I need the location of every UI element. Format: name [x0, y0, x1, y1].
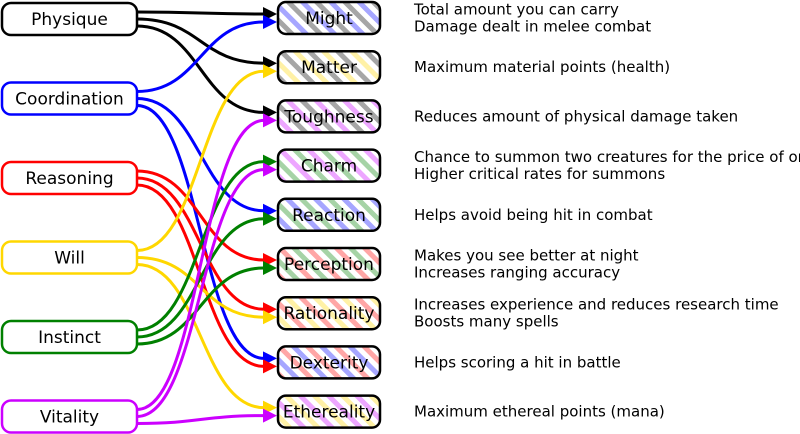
- primary-instinct: Instinct: [0, 319, 139, 355]
- derived-box: [276, 246, 382, 282]
- link-instinct-to-charm: [136, 160, 265, 332]
- description-line: Reduces amount of physical damage taken: [414, 107, 738, 125]
- link-vitality-to-charm: [136, 168, 265, 418]
- primary-box: [0, 1, 139, 37]
- derived-label: Perception: [284, 255, 374, 275]
- description-charm: Chance to summon two creatures for the p…: [414, 148, 800, 183]
- primary-box: [0, 240, 139, 275]
- description-rationality: Increases experience and reduces researc…: [414, 296, 779, 331]
- link-will-to-ethereality: [136, 263, 265, 410]
- link-instinct-to-perception: [136, 266, 265, 346]
- arrowhead-icon: [263, 359, 277, 374]
- derived-matter: Matter: [276, 49, 382, 85]
- primary-label: Will: [54, 249, 85, 269]
- description-toughness: Reduces amount of physical damage taken: [414, 107, 738, 125]
- description-line: Damage dealt in melee combat: [414, 18, 651, 36]
- primary-label: Reasoning: [25, 169, 113, 189]
- description-line: Maximum material points (health): [414, 58, 670, 76]
- primary-label: Instinct: [38, 328, 101, 348]
- derived-reaction: Reaction: [276, 197, 382, 233]
- description-line: Helps avoid being hit in combat: [414, 206, 653, 224]
- derived-box: [276, 99, 382, 134]
- derived-label: Rationality: [283, 304, 374, 324]
- description-line: Total amount you can carry: [413, 1, 619, 19]
- arrowhead-icon: [263, 211, 277, 226]
- derived-charm: Charm: [276, 148, 382, 183]
- derived-attributes: MightMatterToughnessCharmReactionPercept…: [276, 0, 382, 429]
- description-matter: Maximum material points (health): [414, 58, 670, 76]
- derived-label: Matter: [301, 58, 357, 78]
- derived-box: [276, 345, 382, 380]
- link-reasoning-to-perception: [136, 169, 265, 262]
- primary-coordination: Coordination: [0, 81, 139, 116]
- derived-label: Might: [305, 9, 353, 29]
- arrowhead-icon: [263, 261, 277, 275]
- derived-box: [276, 49, 382, 85]
- derived-box: [276, 295, 382, 331]
- link-physique-to-might: [136, 10, 265, 16]
- primary-vitality: Vitality: [0, 399, 139, 434]
- link-vitality-to-toughness: [136, 118, 265, 411]
- derived-label: Toughness: [283, 107, 373, 127]
- derived-label: Reaction: [292, 206, 366, 226]
- arrowhead-icon: [263, 310, 277, 325]
- arrowhead-icon: [263, 15, 277, 29]
- link-physique-to-matter: [136, 17, 265, 65]
- derived-toughness: Toughness: [276, 99, 382, 134]
- links-layer: [136, 7, 277, 425]
- primary-label: Vitality: [40, 408, 99, 428]
- primary-label: Physique: [31, 10, 108, 30]
- arrowhead-icon: [263, 113, 277, 128]
- description-line: Higher critical rates for summons: [414, 165, 665, 183]
- link-vitality-to-ethereality: [136, 414, 265, 425]
- primary-box: [0, 81, 139, 116]
- arrowhead-icon: [263, 408, 277, 423]
- derived-rationality: Rationality: [276, 295, 382, 331]
- primary-reasoning: Reasoning: [0, 160, 139, 196]
- description-dexterity: Helps scoring a hit in battle: [414, 353, 621, 371]
- derived-might: Might: [276, 0, 382, 36]
- derived-ethereality: Ethereality: [276, 394, 382, 429]
- description-reaction: Helps avoid being hit in combat: [414, 206, 653, 224]
- derived-label: Dexterity: [290, 353, 369, 373]
- primary-label: Coordination: [15, 90, 124, 110]
- primary-box: [0, 399, 139, 434]
- arrowhead-icon: [263, 162, 277, 177]
- description-ethereality: Maximum ethereal points (mana): [414, 403, 665, 421]
- description-line: Increases experience and reduces researc…: [414, 296, 779, 314]
- link-physique-to-toughness: [136, 24, 265, 114]
- derived-label: Ethereality: [283, 403, 375, 423]
- link-coordination-to-dexterity: [136, 104, 265, 360]
- arrowhead-icon: [263, 64, 277, 79]
- link-coordination-to-reaction: [136, 97, 265, 213]
- primary-physique: Physique: [0, 1, 139, 37]
- derived-dexterity: Dexterity: [276, 345, 382, 380]
- derived-box: [276, 148, 382, 183]
- primary-box: [0, 319, 139, 355]
- description-line: Chance to summon two creatures for the p…: [414, 148, 800, 166]
- description-line: Makes you see better at night: [414, 247, 639, 265]
- derived-box: [276, 394, 382, 429]
- derived-label: Charm: [301, 157, 357, 177]
- description-line: Maximum ethereal points (mana): [414, 403, 665, 421]
- link-coordination-to-might: [136, 20, 265, 93]
- derived-box: [276, 197, 382, 233]
- link-will-to-matter: [136, 69, 265, 252]
- derived-box: [276, 0, 382, 36]
- primary-attributes: PhysiqueCoordinationReasoningWillInstinc…: [0, 1, 139, 434]
- description-line: Helps scoring a hit in battle: [414, 353, 621, 371]
- link-instinct-to-reaction: [136, 217, 265, 339]
- primary-box: [0, 160, 139, 196]
- primary-will: Will: [0, 240, 139, 275]
- description-line: Boosts many spells: [414, 313, 559, 331]
- derived-perception: Perception: [276, 246, 382, 282]
- description-line: Increases ranging accuracy: [414, 264, 620, 282]
